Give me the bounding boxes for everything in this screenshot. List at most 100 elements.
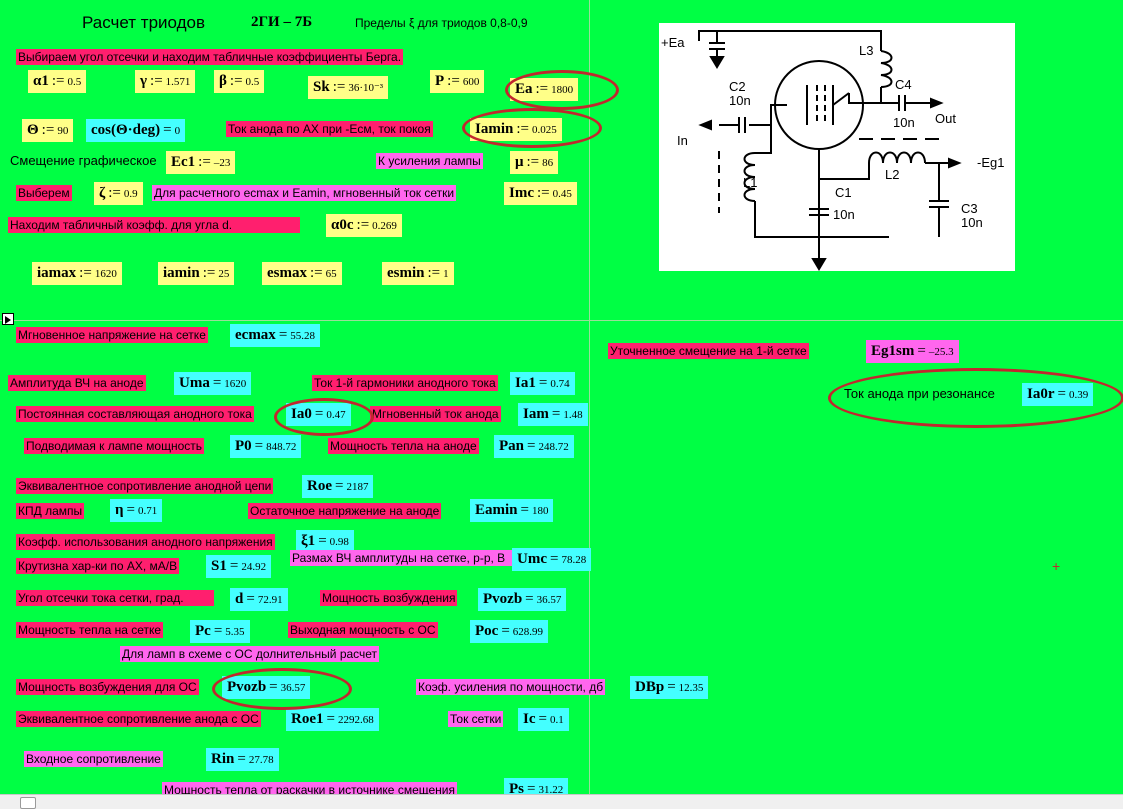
assign-op: := bbox=[229, 73, 243, 89]
zeta-definition[interactable]: ζ := 0.9 bbox=[94, 182, 143, 205]
iamax-definition[interactable]: iamax := 1620 bbox=[32, 262, 122, 285]
schematic-label-c4: C4 bbox=[895, 77, 912, 92]
uma-result[interactable]: Uma = 1620 bbox=[174, 372, 252, 395]
power-gain-label: Коэф. усиления по мощности, дб bbox=[416, 679, 606, 695]
eq-op: = bbox=[213, 623, 223, 639]
ia1-result[interactable]: Ia1 = 0.74 bbox=[510, 372, 575, 395]
utilization-label: Коэфф. использования анодного напряжения bbox=[16, 534, 275, 550]
var-value: 5.35 bbox=[225, 626, 245, 638]
gamma-definition[interactable]: γ := 1.571 bbox=[135, 70, 196, 93]
schematic-label-out: Out bbox=[935, 111, 956, 126]
a0c-definition[interactable]: α0c := 0.269 bbox=[326, 214, 402, 237]
var-value: 31.22 bbox=[538, 784, 564, 796]
eg1sm-result[interactable]: Eg1sm = –25.3 bbox=[866, 340, 959, 363]
assign-op: := bbox=[526, 154, 540, 170]
roe1-result[interactable]: Roe1 = 2292.68 bbox=[286, 708, 379, 731]
eq-op: = bbox=[237, 751, 246, 767]
var-name: ζ bbox=[99, 185, 106, 201]
var-name: Pvozb bbox=[483, 591, 523, 607]
s1-result[interactable]: S1 = 24.92 bbox=[206, 555, 272, 578]
eamin-result[interactable]: Eamin = 180 bbox=[470, 499, 554, 522]
equiv-resistance-os-label: Эквивалентное сопротивление анода с ОС bbox=[16, 711, 261, 727]
pc-result[interactable]: Pc = 5.35 bbox=[190, 620, 250, 643]
var-name: DBp bbox=[635, 679, 665, 695]
d-result[interactable]: d = 72.91 bbox=[230, 588, 288, 611]
var-value: 1620 bbox=[224, 378, 247, 390]
xi1-result[interactable]: ξ1 = 0.98 bbox=[296, 530, 354, 553]
annotation-ellipse-ia0r bbox=[828, 368, 1123, 428]
region-toggle-button[interactable] bbox=[2, 313, 14, 325]
gain-label: К усиления лампы bbox=[376, 153, 483, 169]
esmin-definition[interactable]: esmin := 1 bbox=[382, 262, 454, 285]
assign-op: := bbox=[447, 73, 460, 89]
horizontal-scrollbar[interactable] bbox=[0, 794, 1123, 809]
pvozb-result[interactable]: Pvozb = 36.57 bbox=[478, 588, 567, 611]
grid-angle-label: Угол отсечки тока сетки, град. bbox=[16, 590, 214, 606]
var-name: Eamin bbox=[475, 502, 518, 518]
var-value: 2187 bbox=[346, 481, 369, 493]
schematic-label-l2: L2 bbox=[885, 167, 899, 182]
eq-op: = bbox=[254, 438, 264, 454]
assign-op: := bbox=[150, 73, 163, 89]
eta-result[interactable]: η = 0.71 bbox=[110, 499, 163, 522]
drive-power-label: Мощность возбуждения bbox=[320, 590, 458, 606]
schematic-label-l3: L3 bbox=[859, 43, 873, 58]
annotation-ellipse-ia0 bbox=[274, 398, 374, 436]
imc-definition[interactable]: Imc := 0.45 bbox=[504, 182, 577, 205]
eq-op: = bbox=[335, 478, 344, 494]
drive-power-os-label: Мощность возбуждения для ОС bbox=[16, 679, 199, 695]
var-value: 848.72 bbox=[266, 441, 297, 453]
var-name: β bbox=[219, 73, 227, 89]
umc-result[interactable]: Umc = 78.28 bbox=[512, 548, 592, 571]
ec1-definition[interactable]: Ec1 := –23 bbox=[166, 151, 236, 174]
assign-op: := bbox=[356, 217, 370, 233]
var-value: 72.91 bbox=[257, 594, 283, 606]
var-value: 1 bbox=[443, 268, 449, 280]
eq-op: = bbox=[212, 375, 222, 391]
esmax-definition[interactable]: esmax := 65 bbox=[262, 262, 342, 285]
var-value: 0.5 bbox=[67, 76, 82, 88]
iam-result[interactable]: Iam = 1.48 bbox=[518, 403, 588, 426]
mu-definition[interactable]: μ := 86 bbox=[510, 151, 559, 174]
tube-model: 2ГИ – 7Б bbox=[251, 14, 313, 30]
page-title: Расчет триодов bbox=[82, 13, 206, 32]
eq-op: = bbox=[527, 781, 536, 797]
beta-definition[interactable]: β := 0.5 bbox=[214, 70, 265, 93]
var-value: 2292.68 bbox=[337, 714, 374, 726]
rin-result[interactable]: Rin = 27.78 bbox=[206, 748, 279, 771]
triangle-right-icon bbox=[5, 316, 11, 324]
schematic-value-c4: 10n bbox=[893, 115, 915, 130]
p0-result[interactable]: P0 = 848.72 bbox=[230, 435, 302, 458]
eq-op: = bbox=[501, 623, 510, 639]
p-definition[interactable]: P := 600 bbox=[430, 70, 485, 93]
var-name: Roe1 bbox=[291, 711, 324, 727]
alpha1-definition[interactable]: α1 := 0.5 bbox=[28, 70, 87, 93]
eq-op: = bbox=[525, 591, 534, 607]
schematic-label-l1: L1 bbox=[743, 175, 757, 190]
var-value: 1.48 bbox=[563, 409, 583, 421]
schematic-value-c2: 10n bbox=[729, 93, 751, 108]
schematic-label-in: In bbox=[677, 133, 688, 148]
scrollbar-thumb[interactable] bbox=[20, 797, 36, 809]
sk-definition[interactable]: Sk := 36·10⁻³ bbox=[308, 76, 389, 99]
cos-theta-result[interactable]: cos(Θ·deg) = 0 bbox=[86, 119, 186, 142]
poc-result[interactable]: Poc = 628.99 bbox=[470, 620, 549, 643]
roe-result[interactable]: Roe = 2187 bbox=[302, 475, 374, 498]
var-value: 180 bbox=[531, 505, 549, 517]
iamin2-definition[interactable]: iamin := 25 bbox=[158, 262, 235, 285]
cursor-crosshair-icon: + bbox=[1052, 558, 1061, 574]
ic-result[interactable]: Ic = 0.1 bbox=[518, 708, 569, 731]
assign-op: := bbox=[202, 265, 216, 281]
var-name: esmin bbox=[387, 265, 425, 281]
dbp-result[interactable]: DBp = 12.35 bbox=[630, 676, 709, 699]
eq-op: = bbox=[527, 438, 536, 454]
pan-result[interactable]: Pan = 248.72 bbox=[494, 435, 574, 458]
assign-op: := bbox=[310, 265, 323, 281]
var-name: Poc bbox=[475, 623, 499, 639]
table-coef-label: Находим табличный коэфф. для угла d. bbox=[8, 217, 300, 233]
eq-op: = bbox=[229, 558, 239, 574]
eq-op: = bbox=[551, 406, 561, 422]
ecmax-result[interactable]: ecmax = 55.28 bbox=[230, 324, 321, 347]
theta-definition[interactable]: Θ := 90 bbox=[22, 119, 74, 142]
schematic-value-c3: 10n bbox=[961, 215, 983, 230]
